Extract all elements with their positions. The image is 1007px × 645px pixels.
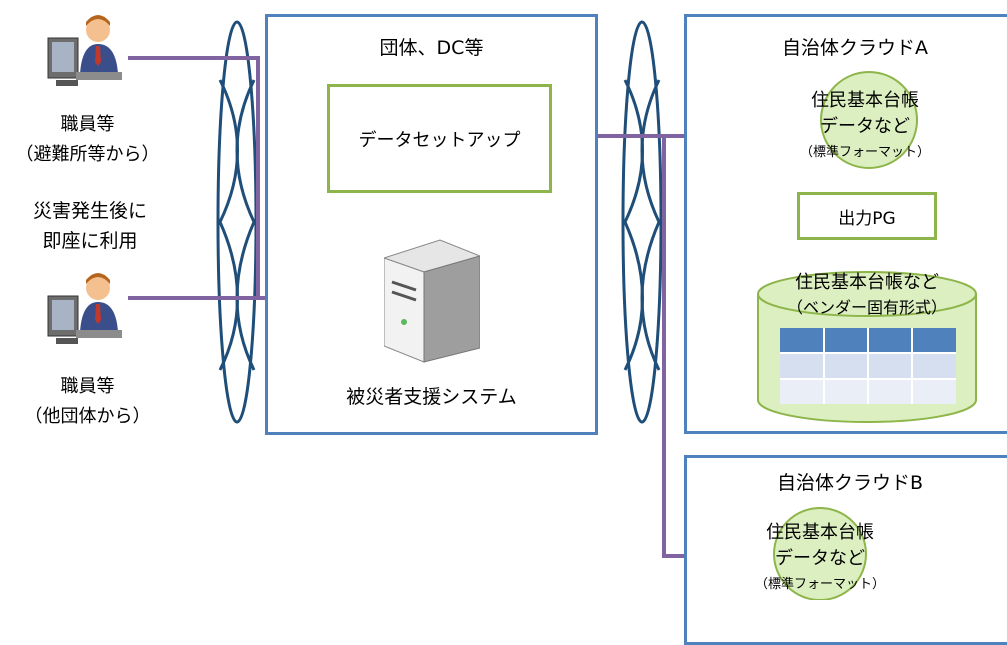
cloud-b-std-line1: 住民基本台帳 (766, 522, 874, 543)
cloud-b-std-line3: （標準フォーマット） (754, 577, 885, 592)
vendor-db-line2: （ベンダー固有形式） (786, 298, 947, 317)
network-ring-right (621, 20, 663, 424)
cloud-a-std-data-shape (820, 71, 918, 169)
network-ring-left (216, 20, 258, 424)
center-title: 団体、DC等 (379, 37, 484, 59)
cloud-b-title: 自治体クラウドB (776, 472, 924, 494)
cloud-b-std-line2: データなど (775, 548, 865, 569)
cloud-a-std-line2: データなど (820, 116, 910, 137)
cloud-a-std-line3: （標準フォーマット） (799, 145, 930, 160)
user-pc-icon-bottom (47, 273, 122, 344)
vendor-db-line1: 住民基本台帳など (795, 272, 939, 293)
user-top-sub: （避難所等から） (15, 144, 160, 165)
dataset-setup-box: データセットアップ (327, 84, 552, 193)
vendor-db-cylinder (757, 271, 977, 423)
cloud-b-std-data-shape (773, 507, 867, 600)
user-bottom-label: 職員等 (60, 376, 115, 397)
output-pg-label: 出力PG (838, 208, 896, 229)
immediate-use-line2: 即座に利用 (42, 230, 138, 252)
immediate-use-line1: 災害発生後に (32, 200, 147, 222)
center-panel (265, 14, 598, 435)
server-icon (384, 239, 480, 363)
user-pc-icon-top (47, 15, 122, 86)
vendor-db-table (780, 328, 956, 404)
cloud-a-std-line1: 住民基本台帳 (811, 90, 919, 111)
user-bottom-sub: （他団体から） (24, 406, 151, 427)
dataset-setup-label: データセットアップ (358, 129, 521, 151)
cloud-a-title: 自治体クラウドA (782, 37, 928, 59)
connector-top-user (128, 56, 260, 298)
server-label: 被災者支援システム (346, 386, 517, 408)
user-top-label: 職員等 (60, 114, 115, 135)
output-pg-box: 出力PG (797, 192, 937, 240)
